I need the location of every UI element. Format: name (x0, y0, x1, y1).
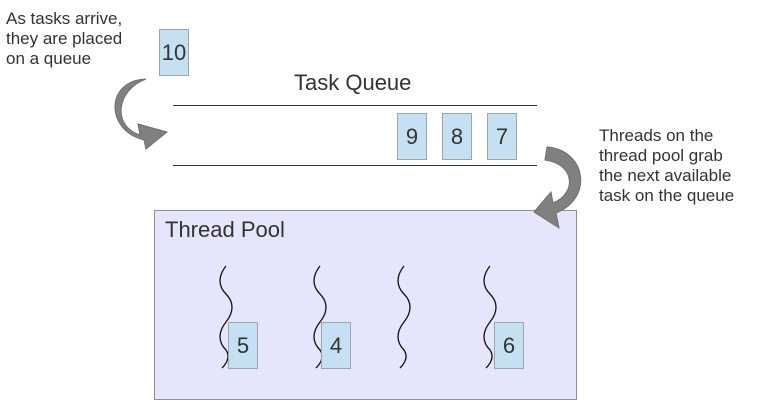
running-task: 5 (228, 322, 258, 369)
threads-note-line: thread pool grab (599, 146, 723, 165)
thread-squiggle-icon (483, 265, 497, 369)
threads-note-line: task on the queue (599, 186, 735, 205)
threads-note-line: the next available (599, 166, 732, 185)
running-task: 4 (321, 322, 351, 369)
incoming-task: 10 (159, 29, 189, 76)
queued-task: 9 (397, 113, 427, 160)
thread-squiggle-icon (397, 265, 411, 369)
arrival-note: As tasks arrive, they are placed on a qu… (6, 9, 122, 69)
queued-task: 8 (442, 113, 472, 160)
running-task: 6 (494, 322, 524, 369)
threads-note: Threads on the thread pool grab the next… (599, 126, 734, 206)
queued-task: 7 (487, 113, 517, 160)
task-queue-title: Task Queue (294, 70, 412, 95)
thread-pool-title: Thread Pool (165, 217, 285, 242)
arrival-note-line: As tasks arrive, (6, 9, 123, 28)
dequeue-arrow-icon (533, 146, 582, 230)
queue-top-line (173, 105, 537, 106)
threads-note-line: Threads on the (599, 126, 714, 145)
thread-squiggle-icon (219, 265, 233, 369)
enqueue-arrow-icon (114, 78, 169, 150)
arrival-note-line: they are placed (6, 29, 123, 48)
arrival-note-line: on a queue (6, 49, 92, 68)
queue-bottom-line (173, 165, 537, 166)
